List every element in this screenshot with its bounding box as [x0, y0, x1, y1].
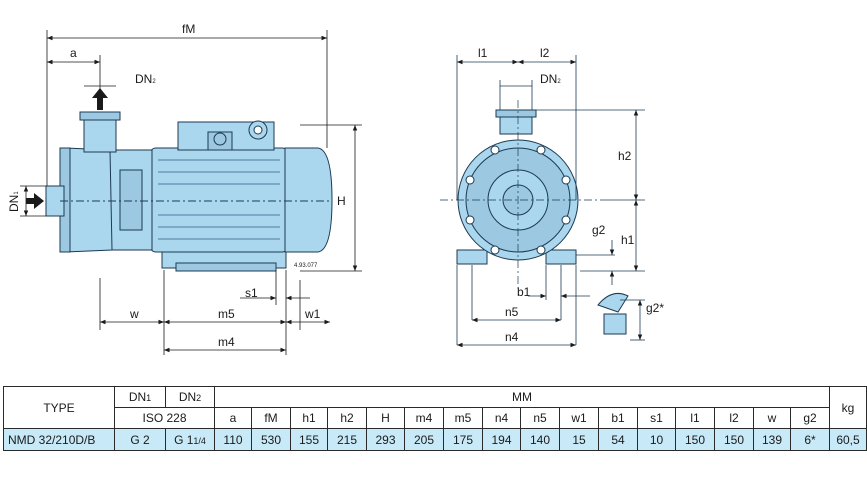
kg-cell: 60,5: [829, 428, 867, 451]
dim-label-a: a: [70, 46, 77, 60]
pump-dimension-drawing: fM a DN2 DN1 H s1 w m5 w1 m4 4.93.077: [7, 22, 664, 355]
column-header: w1: [559, 407, 599, 429]
dn1-header: DN1: [114, 386, 166, 408]
foot-detail: [597, 293, 629, 335]
value-cell: 54: [598, 428, 638, 451]
dn2-header: DN2: [165, 386, 215, 408]
column-header: a: [214, 407, 252, 429]
column-header: s1: [637, 407, 676, 429]
dim-label-h2: h2: [618, 149, 632, 163]
column-header: l1: [675, 407, 715, 429]
column-header: fM: [251, 407, 291, 429]
column-header: l2: [714, 407, 754, 429]
side-dimensions: [20, 30, 362, 355]
column-header: n4: [482, 407, 521, 429]
motor-body: [149, 147, 289, 253]
iso-header: ISO 228: [114, 407, 215, 429]
dim-label-m5: m5: [218, 307, 235, 321]
dn1-cell: G 2: [114, 428, 166, 451]
side-view: [45, 111, 333, 272]
dn2-cell: G 11/4: [165, 428, 215, 451]
value-cell: 215: [327, 428, 367, 451]
kg-header: kg: [829, 386, 867, 429]
value-cell: 530: [251, 428, 291, 451]
dim-label-dn2-front: DN2: [540, 72, 561, 86]
value-cell: 175: [443, 428, 483, 451]
value-cell: 293: [366, 428, 405, 451]
drawing-reference-number: 4.93.077: [294, 263, 318, 269]
front-dimensions: [456, 55, 645, 348]
column-header: m4: [404, 407, 444, 429]
value-cell: 205: [404, 428, 444, 451]
value-cell: 194: [482, 428, 521, 451]
column-header: h2: [327, 407, 367, 429]
dim-label-dn2-side: DN2: [135, 72, 156, 86]
dim-label-b1: b1: [517, 285, 531, 299]
mm-header: MM: [214, 386, 830, 408]
value-cell: 15: [559, 428, 599, 451]
dim-label-l2: l2: [540, 46, 550, 60]
front-view: [456, 109, 579, 265]
value-cell: 6*: [790, 428, 830, 451]
dim-label-g2: g2: [592, 223, 606, 237]
dim-label-l1: l1: [478, 46, 488, 60]
column-header: n5: [520, 407, 560, 429]
right-foot: [545, 249, 577, 265]
column-header: h1: [290, 407, 328, 429]
value-cell: 140: [520, 428, 560, 451]
type-cell: NMD 32/210D/B: [3, 428, 115, 451]
value-cell: 150: [675, 428, 715, 451]
left-foot: [456, 249, 488, 265]
column-header: w: [753, 407, 791, 429]
dimension-table: TYPE DN1 DN2 MM kg ISO 228 a fM h1 h2 H …: [3, 386, 867, 451]
value-cell: 139: [753, 428, 791, 451]
table-row: NMD 32/210D/B G 2 G 11/4 110 530 155 215…: [3, 428, 867, 451]
column-header: b1: [598, 407, 638, 429]
suction-arrow-icon: [26, 193, 44, 209]
dim-label-n5: n5: [505, 305, 519, 319]
dim-label-H: H: [337, 194, 346, 208]
dim-label-n4: n4: [505, 330, 519, 344]
dim-label-s1: s1: [245, 286, 258, 300]
dim-label-fM: fM: [182, 22, 195, 36]
dim-label-w1: w1: [304, 307, 321, 321]
dim-label-h1: h1: [621, 233, 635, 247]
value-cell: 110: [214, 428, 252, 451]
dim-label-dn1: DN1: [7, 191, 21, 212]
fan-cover: [284, 147, 333, 253]
dim-label-w: w: [129, 307, 139, 321]
column-header: g2: [790, 407, 830, 429]
column-header: m5: [443, 407, 483, 429]
dim-label-m4: m4: [218, 335, 235, 349]
value-cell: 10: [637, 428, 676, 451]
type-header: TYPE: [3, 386, 115, 429]
dim-label-g2-star: g2*: [646, 301, 664, 315]
value-cell: 150: [714, 428, 754, 451]
value-cell: 155: [290, 428, 328, 451]
column-header: H: [366, 407, 405, 429]
